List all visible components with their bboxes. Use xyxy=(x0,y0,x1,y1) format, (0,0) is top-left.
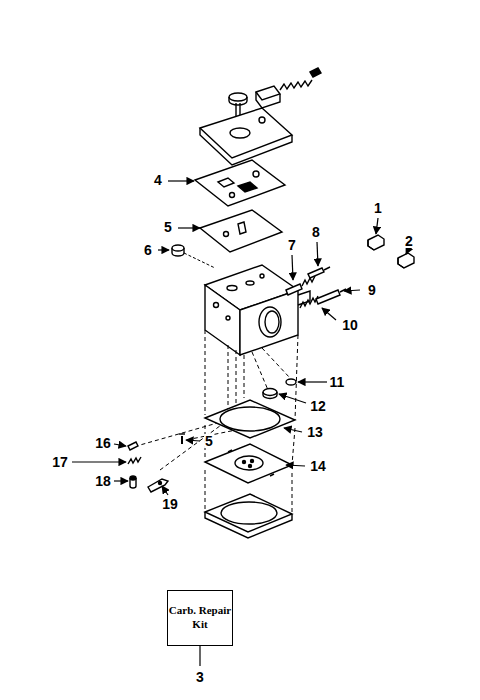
carburetor-body xyxy=(205,265,310,355)
pump-gasket xyxy=(205,400,295,438)
callout-number: 9 xyxy=(367,283,377,297)
pump-diaphragm xyxy=(205,444,292,483)
top-cover xyxy=(200,108,292,165)
leader-lines xyxy=(72,181,408,495)
assembly-lines xyxy=(140,330,298,514)
callout-number: 7 xyxy=(287,238,297,252)
callout-number: 17 xyxy=(51,455,69,469)
callout-number: 19 xyxy=(161,497,179,511)
callout-number: 1 xyxy=(373,201,383,215)
callout-number: 3 xyxy=(195,670,205,684)
kit-leader xyxy=(199,645,200,666)
callout-number: 4 xyxy=(153,173,163,187)
callout-number: 8 xyxy=(311,225,321,239)
small-seals xyxy=(263,379,296,399)
callout-number: 11 xyxy=(329,375,346,389)
kit-label: Carb. Repair Kit xyxy=(168,604,232,632)
gasket xyxy=(195,160,285,206)
callout-number: 16 xyxy=(94,436,112,450)
check-valve xyxy=(172,245,215,268)
callout-number: 12 xyxy=(309,399,327,413)
callout-number: 14 xyxy=(309,459,327,473)
callout-number: 2 xyxy=(404,234,414,248)
callout-number: 5 xyxy=(204,434,214,448)
callout-number: 5 xyxy=(163,220,173,234)
repair-kit-box: Carb. Repair Kit xyxy=(167,590,233,646)
metering-lever-parts xyxy=(128,434,185,492)
pump-cover xyxy=(205,494,292,538)
callout-number: 6 xyxy=(143,243,153,257)
callout-number: 18 xyxy=(94,474,112,488)
diaphragm xyxy=(200,210,282,252)
callout-number: 13 xyxy=(306,425,324,439)
adjusting-needles xyxy=(286,235,414,308)
callout-number: 10 xyxy=(341,318,359,332)
